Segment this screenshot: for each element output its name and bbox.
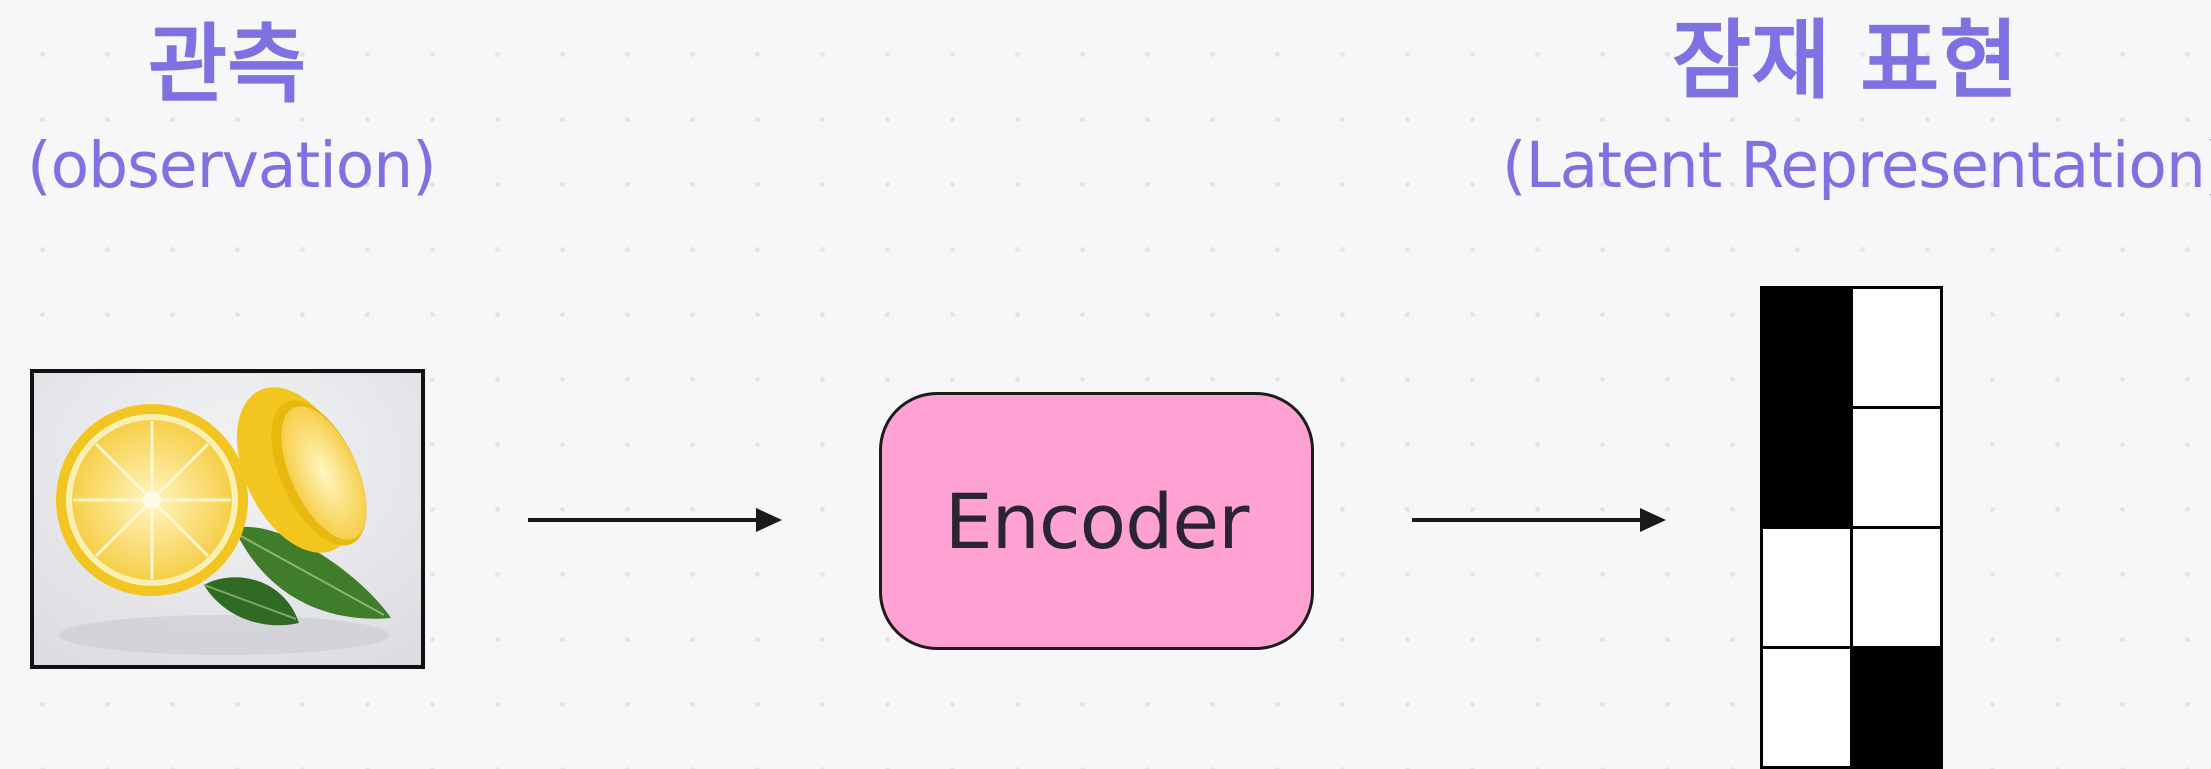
latent-title: 잠재 표현: [1672, 11, 2019, 111]
latent-cell-1-0: [1763, 409, 1850, 526]
observation-image: [30, 369, 425, 669]
latent-cell-0-1: [1853, 289, 1940, 406]
arrow-right-icon: [528, 508, 782, 532]
observation-title: 관측: [148, 15, 307, 115]
latent-cell-3-1: [1853, 649, 1940, 766]
observation-subtitle: (observation): [27, 129, 437, 202]
encoder-box: Encoder: [879, 392, 1314, 650]
latent-subtitle: (Latent Representation): [1502, 129, 2211, 202]
latent-cell-0-0: [1763, 289, 1850, 406]
arrow-right-icon: [1412, 508, 1666, 532]
lemon-photo-icon: [34, 373, 421, 665]
encoder-label: Encoder: [944, 476, 1250, 566]
latent-cell-1-1: [1853, 409, 1940, 526]
latent-vector-grid: [1760, 286, 1943, 769]
latent-cell-2-1: [1853, 529, 1940, 646]
latent-cell-2-0: [1763, 529, 1850, 646]
latent-cell-3-0: [1763, 649, 1850, 766]
